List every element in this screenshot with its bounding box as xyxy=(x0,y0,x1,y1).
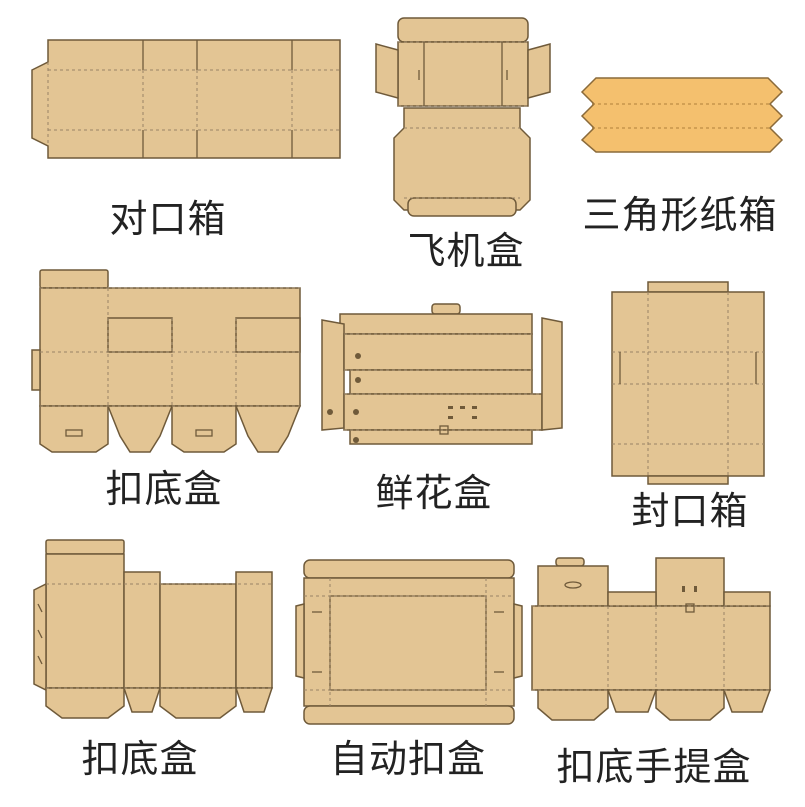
label-fengkou-xiang: 封口箱 xyxy=(631,489,749,533)
dieline-duikou-xiang xyxy=(31,39,341,159)
dieline-koudi-shouti-he xyxy=(531,557,772,721)
label-koudi-he-1: 扣底盒 xyxy=(105,467,223,511)
label-koudi-shouti-he: 扣底手提盒 xyxy=(556,745,752,789)
label-feiji-he: 飞机盒 xyxy=(407,229,525,273)
dieline-koudi-he-1 xyxy=(31,269,302,453)
label-koudi-he-2: 扣底盒 xyxy=(81,737,199,781)
dieline-koudi-he-2 xyxy=(33,539,274,719)
dieline-fengkou-xiang xyxy=(611,281,765,485)
label-sanjiaoxing-zhixiang: 三角形纸箱 xyxy=(582,193,778,237)
dieline-xianhua-he xyxy=(321,303,563,445)
dieline-sanjiaoxing-zhixiang xyxy=(580,77,784,153)
dieline-feiji-he xyxy=(375,17,551,217)
dieline-zidong-kou-he xyxy=(295,559,523,725)
label-zidong-kou-he: 自动扣盒 xyxy=(329,737,487,781)
label-duikou-xiang: 对口箱 xyxy=(109,197,227,241)
label-xianhua-he: 鲜花盒 xyxy=(375,471,493,515)
